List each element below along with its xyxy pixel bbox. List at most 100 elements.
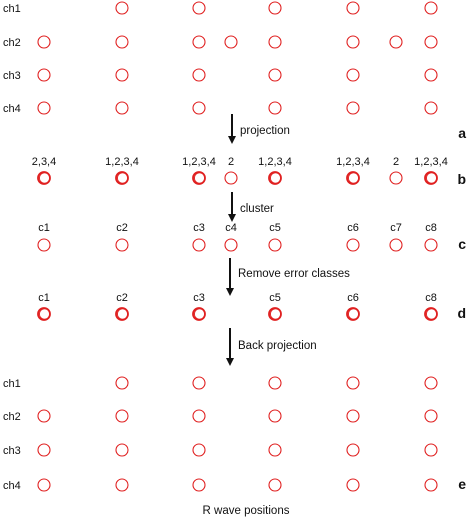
projection-channel-set-label: 1,2,3,4 xyxy=(414,156,448,168)
cluster-class-label: c6 xyxy=(347,222,359,234)
rows_bottom-peak-circle xyxy=(115,409,129,423)
rows_top-peak-circle xyxy=(192,101,206,115)
rows_bottom-channel-label-3: ch3 xyxy=(3,445,21,457)
remove-error-step-label: Remove error classes xyxy=(238,268,350,280)
rows_bottom-peak-circle xyxy=(268,376,282,390)
rows_bottom-peak-circle xyxy=(192,376,206,390)
clean-peak-circle-inner-ring xyxy=(347,308,360,320)
cluster-peak-circle xyxy=(192,238,206,252)
cluster-peak-circle xyxy=(268,238,282,252)
rows_top-peak-circle xyxy=(389,35,403,49)
rows_top-peak-circle xyxy=(37,68,51,82)
rows_top-peak-circle xyxy=(115,35,129,49)
rows_top-peak-circle xyxy=(268,101,282,115)
cluster-peak-circle xyxy=(346,238,360,252)
clean-panel-letter: d xyxy=(457,305,466,321)
cluster-peak-circle xyxy=(424,238,438,252)
rows_bottom-peak-circle xyxy=(346,409,360,423)
rows_bottom-peak-circle xyxy=(346,443,360,457)
rows_top-peak-circle xyxy=(268,35,282,49)
projection-peak-circle-inner-ring xyxy=(193,172,206,184)
projection-channel-set-label: 1,2,3,4 xyxy=(336,156,370,168)
rows_bottom-peak-circle xyxy=(346,376,360,390)
projection-peak-circle-inner-ring xyxy=(347,172,360,184)
projection-peak-circle-inner-ring xyxy=(425,172,438,184)
projection-peak-circle-inner-ring xyxy=(116,172,129,184)
rows_top-peak-circle xyxy=(268,68,282,82)
projection-panel-letter: b xyxy=(457,171,466,187)
rows_top-peak-circle xyxy=(224,35,238,49)
rows_bottom-peak-circle xyxy=(424,443,438,457)
cluster-class-label: c7 xyxy=(390,222,402,234)
clean-class-label: c5 xyxy=(269,292,281,304)
clean-peak-circle-inner-ring xyxy=(425,308,438,320)
cluster-panel-letter: c xyxy=(458,236,466,252)
rows_top-panel-letter: a xyxy=(458,125,466,141)
rows_top-peak-circle xyxy=(346,101,360,115)
rows_top-peak-circle xyxy=(424,1,438,15)
rows_bottom-channel-label-1: ch1 xyxy=(3,378,21,390)
rows_bottom-peak-circle xyxy=(37,443,51,457)
rows_bottom-panel-letter: e xyxy=(458,476,466,492)
projection-peak-circle xyxy=(389,171,403,185)
projection-channel-set-label: 1,2,3,4 xyxy=(182,156,216,168)
rows_top-peak-circle xyxy=(115,68,129,82)
rows_top-channel-label-1: ch1 xyxy=(3,3,21,15)
rows_bottom-peak-circle xyxy=(115,376,129,390)
rows_bottom-peak-circle xyxy=(424,409,438,423)
rows_bottom-peak-circle xyxy=(192,409,206,423)
rows_top-peak-circle xyxy=(424,101,438,115)
projection-channel-set-label: 2,3,4 xyxy=(32,156,56,168)
rows_bottom-peak-circle xyxy=(115,478,129,492)
cluster-class-label: c4 xyxy=(225,222,237,234)
rows_top-peak-circle xyxy=(268,1,282,15)
rows_top-peak-circle xyxy=(37,101,51,115)
rows_top-peak-circle xyxy=(346,35,360,49)
clean-peak-circle-inner-ring xyxy=(38,308,51,320)
rows_top-channel-label-4: ch4 xyxy=(3,103,21,115)
rows_top-channel-label-3: ch3 xyxy=(3,70,21,82)
rows_top-peak-circle xyxy=(192,35,206,49)
rows_bottom-peak-circle xyxy=(424,376,438,390)
rows_bottom-peak-circle xyxy=(192,478,206,492)
clean-class-label: c6 xyxy=(347,292,359,304)
rows_top-peak-circle xyxy=(346,68,360,82)
rows_bottom-peak-circle xyxy=(268,409,282,423)
x-axis-caption: R wave positions xyxy=(203,505,290,517)
rows_top-peak-circle xyxy=(192,68,206,82)
projection-channel-set-label: 1,2,3,4 xyxy=(258,156,292,168)
rows_bottom-peak-circle xyxy=(115,443,129,457)
clean-class-label: c2 xyxy=(116,292,128,304)
rows_top-peak-circle xyxy=(115,101,129,115)
cluster-class-label: c3 xyxy=(193,222,205,234)
rows_top-peak-circle xyxy=(192,1,206,15)
rows_bottom-peak-circle xyxy=(268,443,282,457)
rows_top-peak-circle xyxy=(424,68,438,82)
rows_top-channel-label-2: ch2 xyxy=(3,37,21,49)
cluster-class-label: c8 xyxy=(425,222,437,234)
rows_bottom-peak-circle xyxy=(424,478,438,492)
rows_bottom-channel-label-4: ch4 xyxy=(3,480,21,492)
cluster-class-label: c5 xyxy=(269,222,281,234)
cluster-step-label: cluster xyxy=(240,203,274,215)
clean-class-label: c1 xyxy=(38,292,50,304)
back-projection-step-label: Back projection xyxy=(238,340,317,352)
rows_top-peak-circle xyxy=(346,1,360,15)
cluster-class-label: c1 xyxy=(38,222,50,234)
rows_bottom-peak-circle xyxy=(268,478,282,492)
rows_bottom-peak-circle xyxy=(37,478,51,492)
rows_bottom-peak-circle xyxy=(346,478,360,492)
projection-step-label: projection xyxy=(240,125,290,137)
rows_top-peak-circle xyxy=(115,1,129,15)
projection-channel-set-label: 2 xyxy=(228,156,234,168)
projection-peak-circle-inner-ring xyxy=(269,172,282,184)
cluster-class-label: c2 xyxy=(116,222,128,234)
rows_top-peak-circle xyxy=(424,35,438,49)
rows_bottom-peak-circle xyxy=(192,443,206,457)
rows_bottom-peak-circle xyxy=(37,409,51,423)
projection-peak-circle-inner-ring xyxy=(38,172,51,184)
projection-channel-set-label: 2 xyxy=(393,156,399,168)
rows_bottom-channel-label-2: ch2 xyxy=(3,411,21,423)
cluster-peak-circle xyxy=(37,238,51,252)
